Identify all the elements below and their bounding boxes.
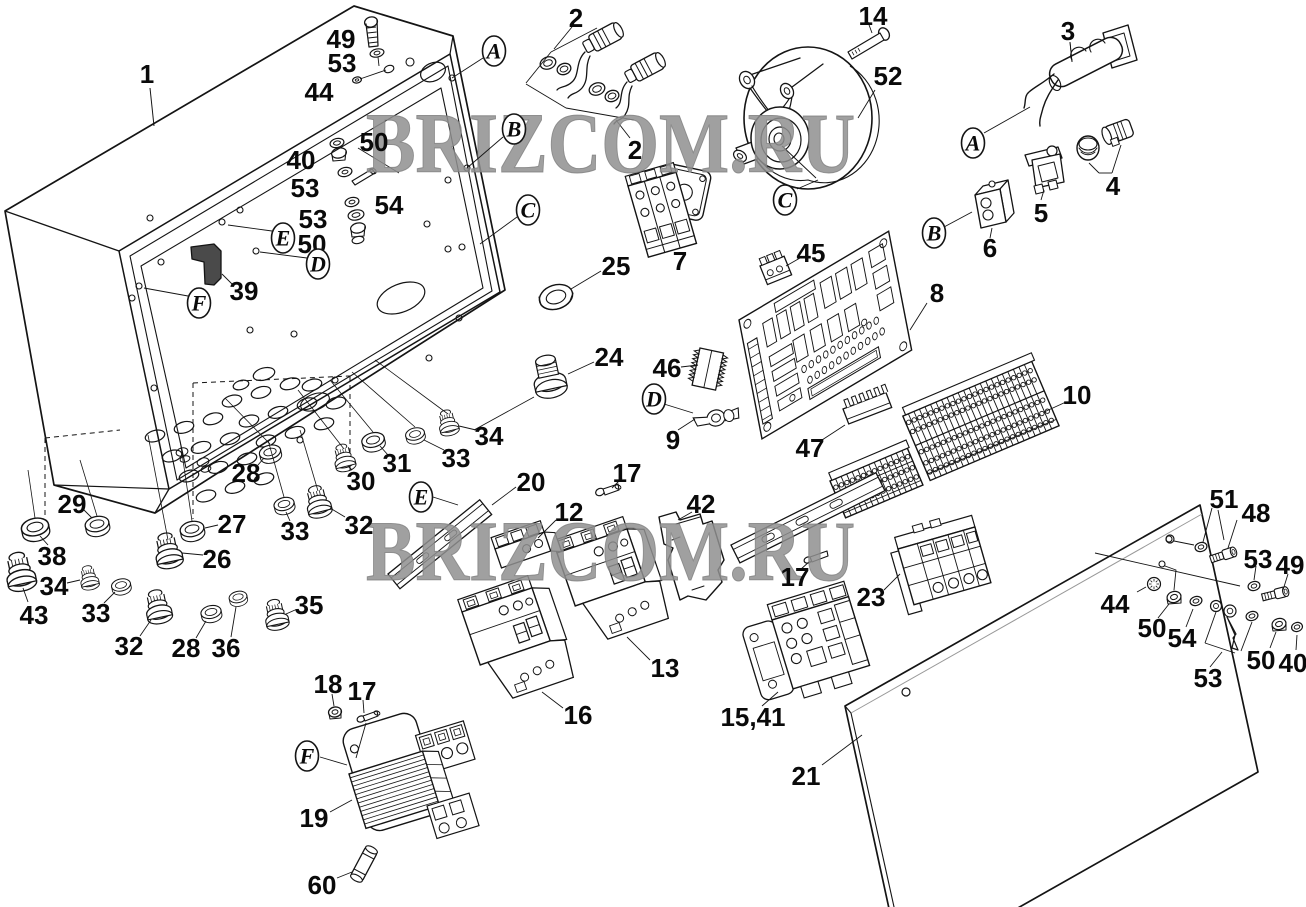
svg-text:42: 42 (687, 489, 716, 519)
svg-text:1: 1 (140, 59, 154, 89)
svg-text:3: 3 (1061, 16, 1075, 46)
svg-text:A: A (964, 131, 981, 156)
svg-text:28: 28 (232, 458, 261, 488)
svg-text:13: 13 (651, 653, 680, 683)
svg-text:5: 5 (1034, 198, 1048, 228)
svg-text:53: 53 (299, 204, 328, 234)
svg-text:29: 29 (58, 489, 87, 519)
svg-text:49: 49 (1276, 550, 1305, 580)
svg-text:33: 33 (442, 443, 471, 473)
svg-text:46: 46 (653, 353, 682, 383)
svg-text:A: A (485, 39, 502, 64)
svg-text:35: 35 (295, 590, 324, 620)
svg-text:54: 54 (375, 190, 404, 220)
svg-text:C: C (521, 198, 536, 223)
svg-text:2: 2 (569, 3, 583, 33)
svg-text:50: 50 (360, 127, 389, 157)
svg-text:50: 50 (1247, 645, 1276, 675)
svg-text:33: 33 (281, 516, 310, 546)
svg-text:8: 8 (930, 278, 944, 308)
svg-text:BRIZCOM.RU: BRIZCOM.RU (366, 503, 855, 599)
svg-text:34: 34 (475, 421, 504, 451)
svg-text:53: 53 (291, 173, 320, 203)
svg-text:25: 25 (602, 251, 631, 281)
svg-text:F: F (299, 744, 315, 769)
svg-text:39: 39 (230, 276, 259, 306)
svg-text:48: 48 (1242, 498, 1271, 528)
svg-text:14: 14 (859, 1, 888, 31)
svg-text:19: 19 (300, 803, 329, 833)
svg-text:40: 40 (1279, 648, 1306, 678)
svg-text:24: 24 (595, 342, 624, 372)
svg-text:D: D (645, 387, 662, 412)
svg-text:9: 9 (666, 425, 680, 455)
svg-text:53: 53 (1194, 663, 1223, 693)
svg-text:BRIZCOM.RU: BRIZCOM.RU (366, 95, 855, 191)
svg-text:33: 33 (82, 598, 111, 628)
svg-text:45: 45 (797, 238, 826, 268)
svg-text:21: 21 (792, 761, 821, 791)
svg-text:E: E (275, 226, 291, 251)
svg-text:C: C (778, 188, 793, 213)
svg-text:32: 32 (115, 631, 144, 661)
svg-text:7: 7 (673, 246, 687, 276)
svg-text:51: 51 (1210, 484, 1239, 514)
svg-text:28: 28 (172, 633, 201, 663)
svg-text:17: 17 (348, 676, 377, 706)
svg-text:D: D (309, 252, 326, 277)
svg-text:47: 47 (796, 433, 825, 463)
svg-text:6: 6 (983, 233, 997, 263)
svg-text:B: B (506, 117, 522, 142)
svg-text:18: 18 (314, 669, 343, 699)
svg-text:2: 2 (628, 135, 642, 165)
svg-text:12: 12 (555, 497, 584, 527)
svg-text:60: 60 (308, 870, 337, 900)
svg-text:31: 31 (383, 448, 412, 478)
svg-text:27: 27 (218, 509, 247, 539)
svg-text:36: 36 (212, 633, 241, 663)
svg-text:32: 32 (345, 510, 374, 540)
svg-text:26: 26 (203, 544, 232, 574)
svg-text:38: 38 (38, 541, 67, 571)
svg-text:4: 4 (1106, 171, 1121, 201)
svg-text:52: 52 (874, 61, 903, 91)
svg-text:16: 16 (564, 700, 593, 730)
svg-text:50: 50 (1138, 613, 1167, 643)
svg-text:E: E (413, 485, 429, 510)
svg-text:30: 30 (347, 466, 376, 496)
svg-text:23: 23 (857, 582, 886, 612)
svg-text:44: 44 (305, 77, 334, 107)
svg-text:44: 44 (1101, 589, 1130, 619)
svg-text:54: 54 (1168, 623, 1197, 653)
svg-text:20: 20 (517, 467, 546, 497)
svg-text:F: F (191, 291, 207, 316)
svg-text:17: 17 (613, 458, 642, 488)
svg-text:34: 34 (40, 571, 69, 601)
svg-text:53: 53 (1244, 544, 1273, 574)
svg-text:43: 43 (20, 600, 49, 630)
svg-text:15,41: 15,41 (720, 702, 785, 732)
svg-text:B: B (926, 221, 942, 246)
svg-text:53: 53 (328, 48, 357, 78)
svg-text:40: 40 (287, 145, 316, 175)
svg-text:10: 10 (1063, 380, 1092, 410)
svg-text:49: 49 (327, 24, 356, 54)
svg-text:17: 17 (781, 562, 810, 592)
